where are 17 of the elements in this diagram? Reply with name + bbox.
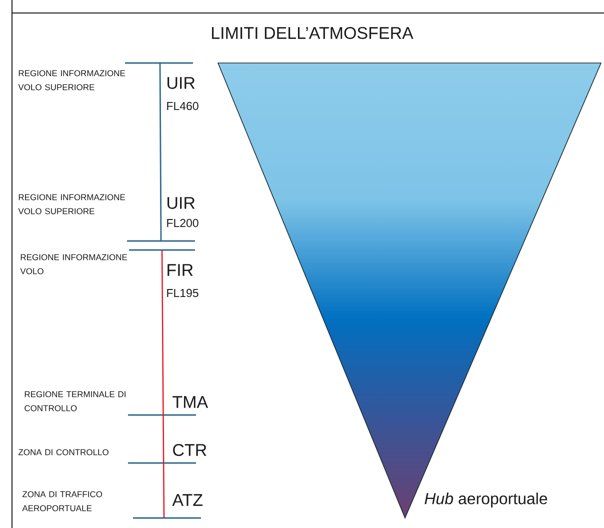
zone-code: UIR [168, 77, 195, 89]
zone-name: ZONA DI CONTROLLO [18, 449, 108, 456]
zone-code: ATZ [172, 494, 203, 506]
flight-level: FL200 [167, 218, 198, 228]
zone-name: REGIONE INFORMAZIONE VOLO SUPERIORE [18, 70, 126, 90]
zone-code: TMA [172, 396, 208, 408]
zone-code: CTR [173, 444, 206, 456]
zone-name: REGIONE TERMINALE DI CONTROLLO [24, 391, 126, 412]
title: LIMITI DELL’ATMOSFERA [212, 26, 414, 40]
hub-label: Hub aeroportuale [424, 492, 548, 508]
flight-level: FL460 [167, 102, 198, 110]
zone-code: UIR [168, 197, 195, 209]
zone-name: REGIONE INFORMAZIONE VOLO SUPERIORE [18, 194, 126, 214]
zone-name: ZONA DI TRAFFICO AEROPORTUALE [22, 491, 102, 512]
zone-code: FIR [168, 264, 193, 276]
flight-level: FL195 [167, 288, 198, 298]
zone-name: REGIONE INFORMAZIONE VOLO [20, 254, 128, 274]
